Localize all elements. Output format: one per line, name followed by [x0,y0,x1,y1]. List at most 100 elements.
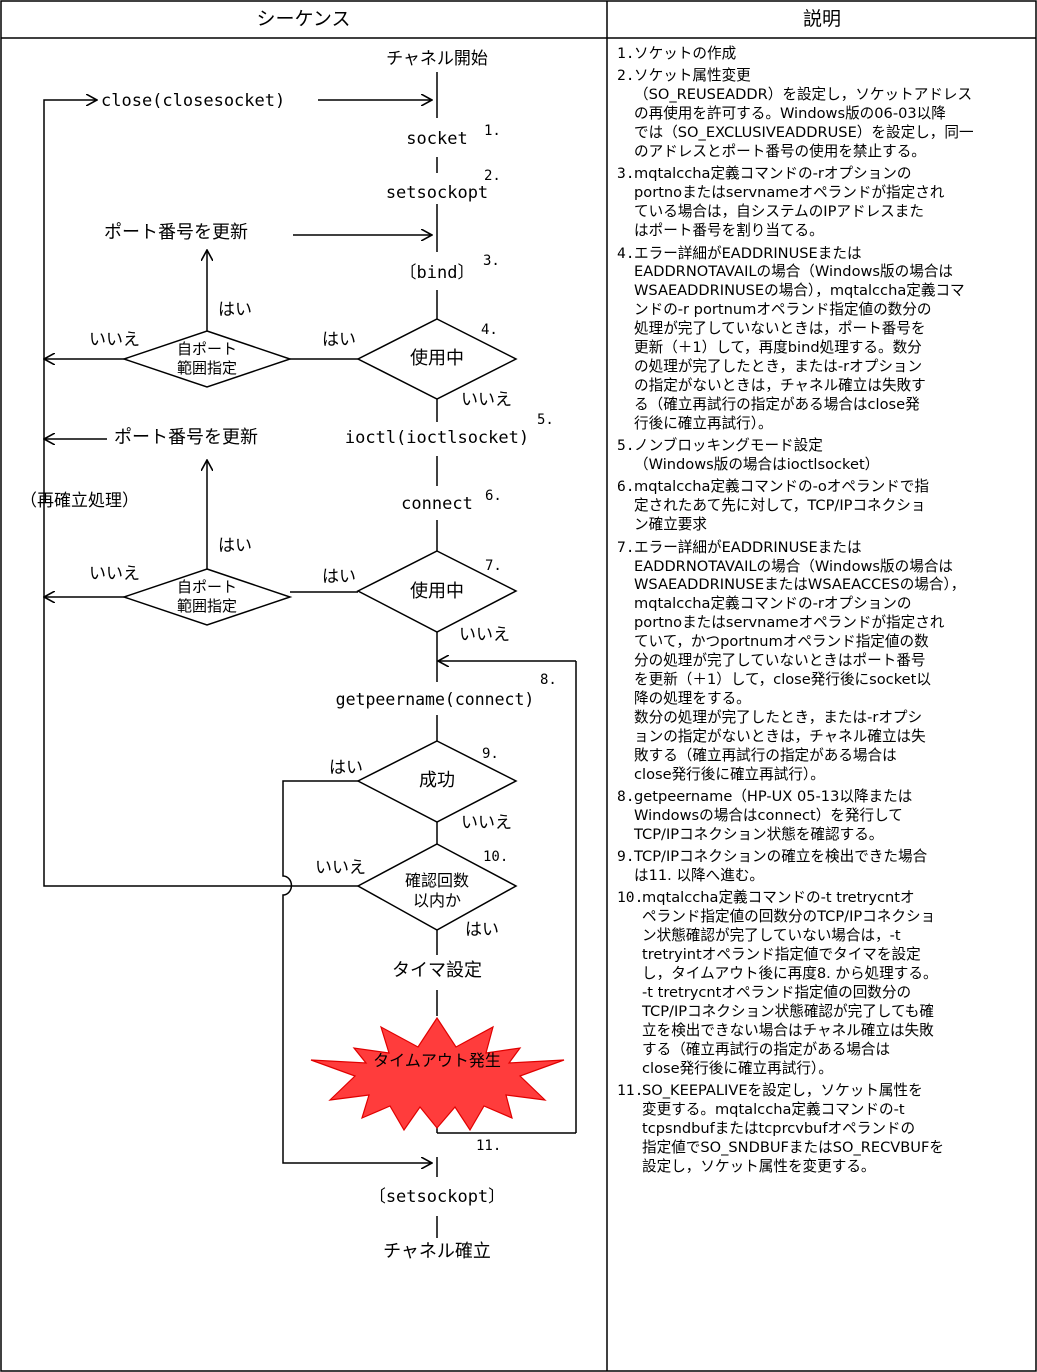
description-line: EADDRNOTAVAILの場合（Windows版の場合は [634,557,954,575]
no-label-left-1: いいえ [89,330,140,350]
description-line: 更新（＋1）して，再度bind処理する。数分 [634,339,922,357]
description-line: SO_KEEPALIVEを設定し，ソケット属性を [642,1082,923,1100]
description-number: 1. [617,45,635,62]
timeout-label: タイムアウト発生 [373,1051,501,1070]
self-port-label-2: 自ポート [176,578,238,596]
description-line: EADDRNOTAVAILの場合（Windows版の場合は [634,263,954,281]
description-line: ン状態確認が完了していない場合は，-t [642,927,901,945]
description-line: 行後に確立再試行）。 [634,414,773,432]
no-label-below-1: いいえ [461,390,512,410]
count-check-label-2: 以内か [412,891,462,910]
yes-label-mid-1: はい [322,330,356,350]
yes-label-mid-2: はい [322,567,356,587]
decision-in-use-2 [356,550,518,633]
decision-success [356,740,518,823]
self-port-label-1: 自ポート [176,340,238,358]
description-line: エラー詳細がEADDRINUSEまたは [634,538,862,556]
description-line: を更新（＋1）して，close発行後にsocket以 [634,671,931,688]
description-list: 1.ソケットの作成 2.ソケット属性変更（SO_REUSEADDR）を設定し，ソケ… [617,45,1031,1180]
description-line: 降の処理をする。 [634,689,751,707]
description-line: ている場合は，自システムのIPアドレスまた [634,203,924,221]
description-line: -t tretrycntオペランド指定値の回数分の [642,984,912,1001]
description-item: 1.ソケットの作成 [617,45,1031,64]
decision-in-use-1 [356,318,518,400]
success-label: 成功 [419,770,455,791]
description-line: ソケット属性変更 [634,67,751,85]
in-use-label-1: 使用中 [410,348,464,369]
description-line: mqtalccha定義コマンドの-t tretrycntオ [642,889,915,907]
reestablish-label: （再確立処理） [20,491,139,511]
description-line: mqtalccha定義コマンドの-oオペランドで指 [634,478,929,496]
description-line: 立を検出できない場合はチャネル確立は失敗 [642,1021,934,1039]
description-number: 2. [617,67,635,85]
setsockopt-label: setsockopt [385,183,489,203]
description-line: では（SO_EXCLUSIVEADDRUSE）を設定し，同一 [634,124,974,142]
description-line: ペランド指定値の回数分のTCP/IPコネクショ [642,908,936,926]
step-number-8: 8. [540,672,557,688]
description-number: 4. [617,244,635,262]
range-label-1: 範囲指定 [176,359,238,377]
description-line: する（確立再試行の指定がある場合は [642,1040,891,1058]
description-line: TCP/IPコネクションの確立を検出できた場合 [634,848,928,866]
yes-label-count: はい [465,920,499,940]
port-update-label-2: ポート番号を更新 [114,427,258,448]
description-line: エラー詳細がEADDRINUSEまたは [634,244,862,262]
range-label-2: 範囲指定 [176,597,238,615]
step-number-2: 2. [484,168,501,184]
description-number: 11. [617,1082,644,1100]
description-line: tcpsndbufまたはtcprcvbufオペランドの [642,1119,916,1137]
description-number: 3. [617,165,635,183]
description-line: WSAEADDRINUSEの場合），mqtalccha定義コマ [634,282,965,300]
step-number-10: 10. [483,849,509,865]
decision-count-check [356,843,518,931]
description-line: TCP/IPコネクション状態を確認する。 [634,825,884,843]
description-line: portnoまたはservnameオペランドが指定され [634,184,945,202]
description-line: ノンブロッキングモード設定 [634,437,823,455]
description-item: 6.mqtalccha定義コマンドの-oオペランドで指定されたあて先に対して，T… [617,478,1031,535]
description-line: Windowsの場合はconnect）を発行して [634,806,903,824]
description-line: の指定がないときは，チャネル確立は失敗す [634,376,926,394]
description-line: close発行後に確立再試行）。 [634,765,825,783]
step-number-3: 3. [483,253,500,269]
description-item: 2.ソケット属性変更（SO_REUSEADDR）を設定し，ソケットアドレスの再使… [617,67,1031,162]
description-line: 定されたあて先に対して，TCP/IPコネクショ [634,497,926,515]
description-number: 9. [617,848,635,866]
no-label-success: いいえ [461,813,512,833]
description-line: はポート番号を割り当てる。 [634,222,824,240]
step-number-1: 1. [484,123,501,139]
step-number-11: 11. [476,1138,502,1154]
description-item: 10.mqtalccha定義コマンドの-t tretrycntオペランド指定値の… [617,889,1031,1078]
channel-established-label: チャネル確立 [383,1241,491,1262]
step-number-5: 5. [537,412,554,428]
yes-label-success: はい [329,758,363,778]
description-line: mqtalccha定義コマンドの-rオプションの [634,165,912,183]
description-line: 数分の処理が完了したとき，または-rオプシ [634,708,923,726]
description-item: 11.SO_KEEPALIVEを設定し，ソケット属性を変更する。mqtalcch… [617,1082,1031,1177]
socket-label: socket [406,129,468,149]
description-line: し，タイムアウト後に再度8. から処理する。 [642,965,938,983]
description-line: （Windows版の場合はioctlsocket） [634,456,880,474]
description-line: ソケットの作成 [634,45,737,62]
description-line: ン確立要求 [634,516,707,534]
no-label-below-2: いいえ [459,625,510,645]
description-line: は11. 以降へ進む。 [634,867,765,885]
no-label-left-2: いいえ [89,564,140,584]
getpeername-label: getpeername(connect) [335,690,535,709]
step-number-7: 7. [485,558,502,574]
decision-self-port-1 [121,330,293,388]
description-header: 説明 [802,8,841,30]
description-line: tretryintオペランド指定値でタイマを設定 [642,946,921,964]
bind-label: 〔bind〕 [399,263,475,283]
description-item: 5.ノンブロッキングモード設定（Windows版の場合はioctlsocket） [617,437,1031,475]
description-line: ていて，かつportnumオペランド指定値の数 [634,633,929,651]
description-line: 分の処理が完了していないときはポート番号 [634,652,926,670]
yes-label-up-1: はい [218,300,252,320]
description-line: getpeername（HP-UX 05-13以降または [634,787,913,805]
no-label-count: いいえ [315,858,366,878]
description-line: TCP/IPコネクション状態確認が完了しても確 [642,1002,934,1020]
